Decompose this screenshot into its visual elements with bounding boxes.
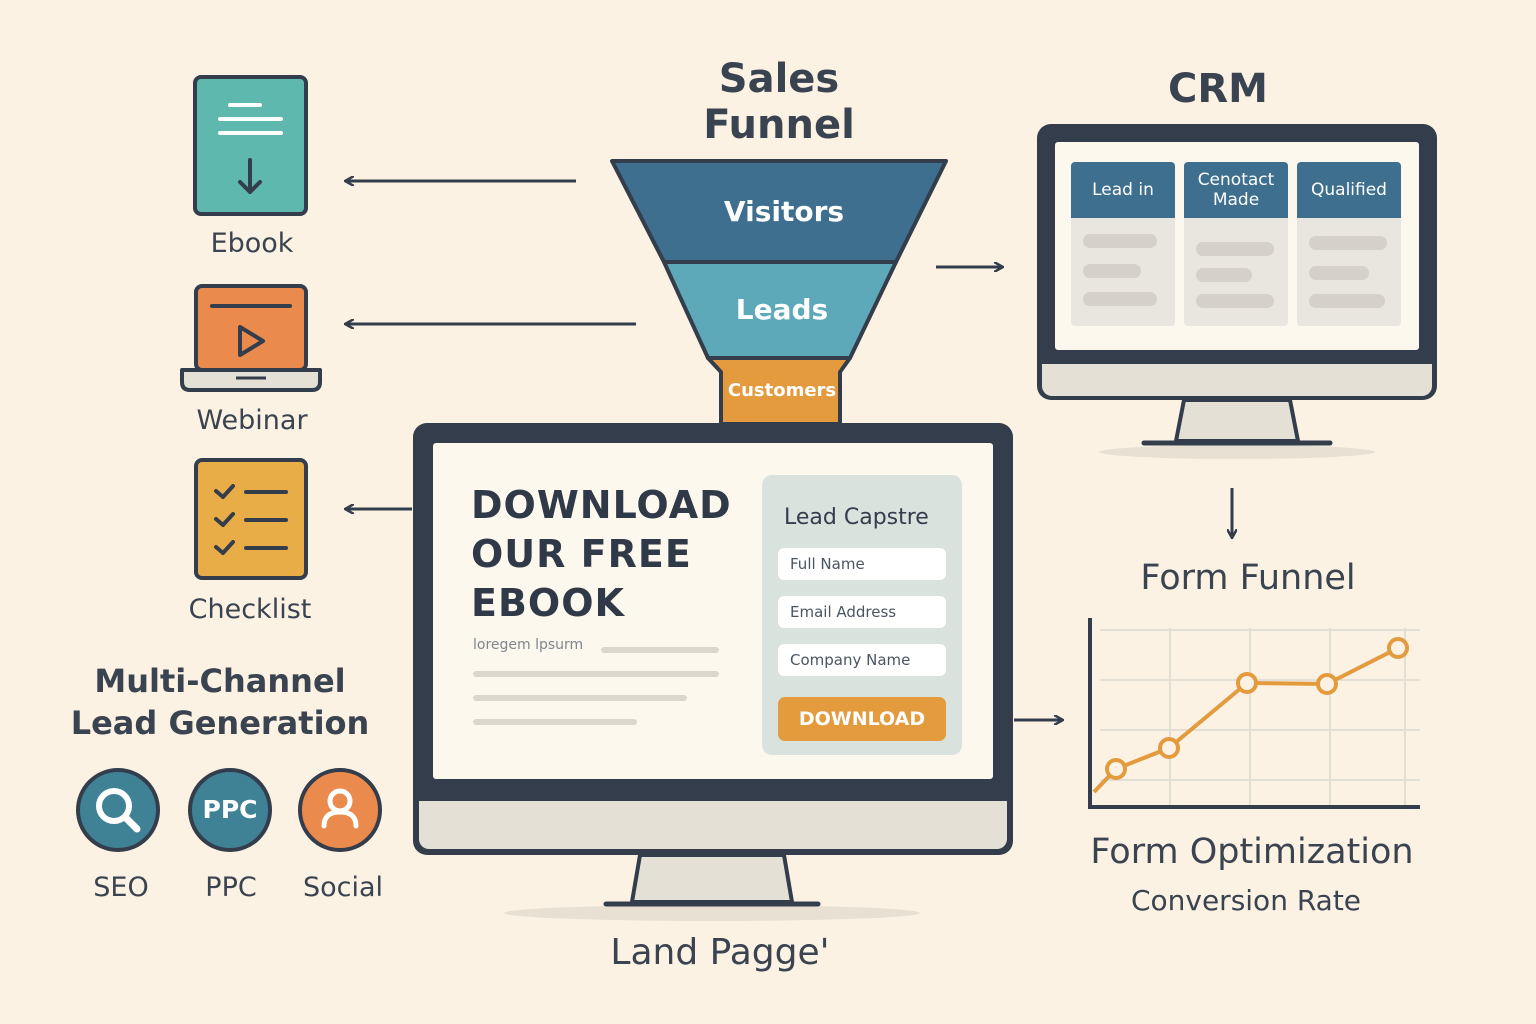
landing-lorem-text: loregem lpsurm — [473, 637, 584, 653]
chart-point — [1105, 758, 1127, 780]
seo-circle — [76, 768, 160, 852]
landing-monitor-stand — [504, 853, 920, 921]
person-icon — [321, 788, 359, 829]
landing-headline: DOWNLOAD OUR FREE EBOOK — [471, 483, 732, 625]
landing-page-screen: DOWNLOAD OUR FREE EBOOK loregem lpsurm L… — [433, 443, 993, 779]
multi-channel-title: Multi-Channel Lead Generation — [70, 662, 370, 742]
checklist-icon — [194, 458, 308, 580]
text-line-placeholder — [473, 695, 687, 701]
ppc-label: PPC — [205, 872, 257, 903]
seo-label: SEO — [93, 872, 149, 903]
social-label: Social — [302, 872, 384, 903]
chart-point — [1158, 737, 1180, 759]
lead-capture-form: Lead Capstre Full Name Email Address Com… — [762, 475, 962, 755]
sales-funnel — [610, 159, 948, 426]
crm-column-header: Cenotact Made — [1184, 162, 1288, 218]
sales-funnel-title: Sales Funnel — [703, 56, 855, 148]
funnel-label-visitors: Visitors — [723, 195, 845, 228]
crm-monitor-chin — [1042, 364, 1432, 396]
crm-column-lead-in: Lead in — [1071, 162, 1175, 326]
form-title: Lead Capstre — [784, 505, 929, 530]
crm-column-contact-made: Cenotact Made — [1184, 162, 1288, 326]
chart-point — [1316, 673, 1338, 695]
ppc-icon-text: PPC — [202, 795, 258, 824]
crm-column-header: Qualified — [1297, 162, 1401, 218]
landing-monitor-chin — [419, 801, 1007, 849]
text-line-placeholder — [473, 719, 637, 725]
checklist-label: Checklist — [188, 594, 312, 625]
social-circle — [298, 768, 382, 852]
crm-column-header: Lead in — [1071, 162, 1175, 218]
download-button[interactable]: DOWNLOAD — [778, 697, 946, 741]
crm-title: CRM — [1168, 66, 1268, 112]
full-name-field[interactable]: Full Name — [778, 548, 946, 580]
conversion-chart — [1088, 618, 1420, 809]
landing-page-caption: Land Pagge' — [610, 932, 830, 973]
crm-screen: Lead in Cenotact Made Qualified — [1055, 142, 1419, 350]
funnel-label-leads: Leads — [735, 293, 829, 326]
email-field[interactable]: Email Address — [778, 596, 946, 628]
chart-point — [1236, 672, 1258, 694]
crm-monitor: Lead in Cenotact Made Qualified — [1037, 124, 1437, 400]
webinar-label: Webinar — [196, 405, 308, 436]
funnel-label-customers: Customers — [727, 380, 837, 401]
text-line-placeholder — [473, 671, 719, 677]
ebook-label: Ebook — [210, 228, 294, 259]
landing-page-monitor: DOWNLOAD OUR FREE EBOOK loregem lpsurm L… — [413, 423, 1013, 855]
search-icon — [96, 788, 141, 833]
form-funnel-title: Form Funnel — [1140, 558, 1356, 598]
conversion-line — [1092, 646, 1399, 794]
ppc-circle: PPC — [188, 768, 272, 852]
crm-monitor-stand — [1099, 398, 1375, 459]
laptop-play-icon — [180, 284, 322, 392]
chart-point — [1387, 637, 1409, 659]
text-line-placeholder — [601, 647, 719, 653]
ebook-download-icon — [193, 75, 308, 216]
company-name-field[interactable]: Company Name — [778, 644, 946, 676]
conversion-rate-caption: Conversion Rate — [1130, 884, 1362, 917]
form-optimization-caption: Form Optimization — [1090, 832, 1414, 872]
crm-column-qualified: Qualified — [1297, 162, 1401, 326]
